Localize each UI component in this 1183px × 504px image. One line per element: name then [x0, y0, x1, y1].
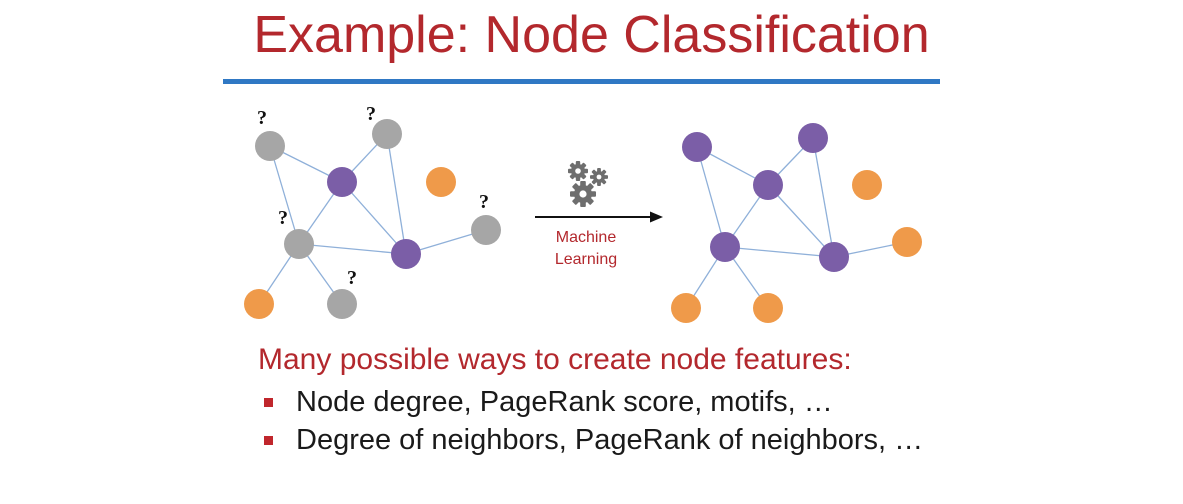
left-node-c-purple	[327, 167, 357, 197]
bullet-square-icon	[264, 398, 273, 407]
left-graph-edges	[258, 133, 487, 305]
bullet-square-icon	[264, 436, 273, 445]
right-edge-b-g	[812, 137, 835, 258]
arrow-label-line-2: Learning	[554, 251, 618, 268]
left-graph-partially-labeled: ?????	[244, 103, 501, 319]
right-node-b-purple	[798, 123, 828, 153]
bullet-text: Node degree, PageRank score, motifs, …	[296, 386, 833, 418]
arrow-label-line-1: Machine	[555, 229, 617, 246]
right-node-i-orange	[753, 293, 783, 323]
right-node-d-orange	[852, 170, 882, 200]
left-node-d-orange	[426, 167, 456, 197]
left-node-b-unknown	[372, 119, 402, 149]
right-edge-c-g	[767, 184, 835, 258]
left-unknown-mark-i: ?	[347, 267, 357, 289]
left-node-g-purple	[391, 239, 421, 269]
bullet-item: Node degree, PageRank score, motifs, …	[258, 386, 958, 418]
left-node-f-unknown	[284, 229, 314, 259]
features-bullet-list: Node degree, PageRank score, motifs, … D…	[258, 386, 958, 462]
left-unknown-mark-e: ?	[479, 191, 489, 213]
left-unknown-mark-a: ?	[257, 107, 267, 129]
left-edge-f-g	[298, 243, 407, 255]
left-node-i-unknown	[327, 289, 357, 319]
left-node-a-unknown	[255, 131, 285, 161]
right-arrow-icon	[535, 211, 663, 223]
left-unknown-mark-f: ?	[278, 207, 288, 229]
title-divider	[223, 79, 940, 84]
features-subheading: Many possible ways to create node featur…	[258, 343, 852, 376]
node-classification-diagram: ?????	[244, 103, 922, 323]
right-edge-f-g	[724, 246, 835, 258]
right-node-g-purple	[819, 242, 849, 272]
machine-learning-process	[535, 161, 663, 223]
left-node-e-unknown	[471, 215, 501, 245]
left-edge-c-g	[341, 181, 407, 255]
right-node-a-purple	[682, 132, 712, 162]
bullet-item: Degree of neighbors, PageRank of neighbo…	[258, 424, 958, 456]
left-graph-unknown-marks: ?????	[257, 103, 489, 289]
right-node-h-orange	[671, 293, 701, 323]
left-unknown-mark-b: ?	[366, 103, 376, 125]
right-node-f-purple	[710, 232, 740, 262]
right-graph-nodes	[671, 123, 922, 323]
right-edge-a-f	[696, 146, 726, 248]
right-node-e-orange	[892, 227, 922, 257]
left-edge-a-f	[269, 145, 300, 245]
right-node-c-purple	[753, 170, 783, 200]
right-graph-edges	[685, 137, 908, 309]
gears-icon	[568, 161, 608, 207]
left-edge-b-g	[386, 133, 407, 255]
slide-title: Example: Node Classification	[253, 6, 930, 64]
right-graph-fully-classified	[671, 123, 922, 323]
left-node-h-orange	[244, 289, 274, 319]
arrow-label: Machine Learning	[540, 227, 632, 271]
left-graph-nodes	[244, 119, 501, 319]
bullet-text: Degree of neighbors, PageRank of neighbo…	[296, 424, 924, 456]
